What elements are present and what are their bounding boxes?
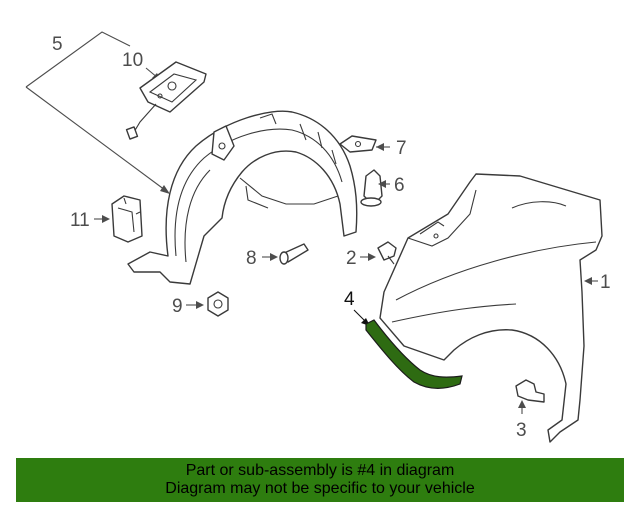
callout-8: 8: [246, 248, 257, 269]
wheel-liner: [127, 110, 358, 285]
banner-line-2: Diagram may not be specific to your vehi…: [165, 480, 475, 497]
part-4-moulding: 4: [344, 289, 463, 389]
wheel-liner-body: [127, 110, 358, 285]
callout-10: 10: [122, 50, 143, 71]
fender-panel: [379, 173, 603, 443]
nut-9-shape: [207, 291, 229, 317]
callout-5-group: 5: [25, 31, 170, 194]
callout-4: 4: [344, 289, 355, 310]
part-7-clip: 7: [339, 135, 407, 159]
wheel-arch-moulding: [365, 319, 463, 389]
fender: 1: [379, 173, 611, 443]
bolt-3-shape: [515, 379, 545, 403]
parts-diagram: 5 10 11: [25, 31, 611, 443]
callout-5: 5: [52, 34, 63, 55]
part-10-bracket: 10: [122, 50, 207, 140]
banner-line-1: Part or sub-assembly is #4 in diagram: [185, 462, 455, 479]
part-8-pushpin: 8: [246, 243, 309, 269]
screw-2-shape: [377, 241, 397, 261]
callout-5-bracket: [25, 31, 131, 88]
callout-7: 7: [396, 138, 407, 159]
part-9-nut: 9: [172, 291, 229, 317]
notice-banner: Part or sub-assembly is #4 in diagram Di…: [16, 458, 624, 502]
callout-6: 6: [394, 175, 405, 196]
callout-3: 3: [516, 420, 527, 441]
rivet-6-shape: [363, 169, 383, 201]
callout-9: 9: [172, 296, 183, 317]
callout-2: 2: [346, 248, 357, 269]
part-11-retainer: 11: [70, 195, 143, 243]
callout-1: 1: [600, 272, 611, 293]
part-6-rivet: 6: [360, 169, 405, 207]
callout-11: 11: [70, 210, 90, 231]
retainer-11-shape: [111, 195, 143, 243]
part-3-bolt: 3: [515, 379, 545, 441]
clip-7-shape: [339, 135, 377, 153]
part-2-screw: 2: [346, 241, 397, 269]
mount-plate-shape: [139, 61, 207, 113]
callout-5-leader: [25, 86, 166, 191]
callout-5-arrowhead: [160, 185, 170, 194]
